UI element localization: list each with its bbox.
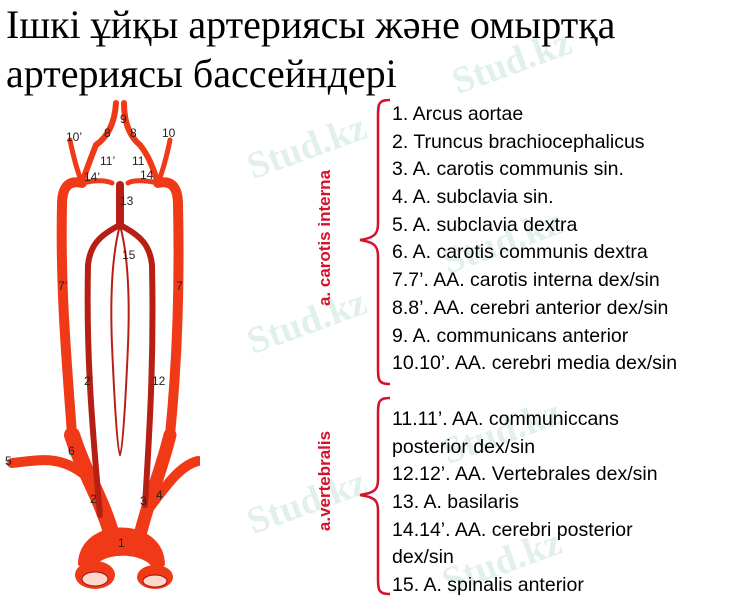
list-item: dex/sin [392,546,454,569]
list-item: posterior dex/sin [392,435,536,458]
list-item: 7.7’. AA. carotis interna dex/sin [392,269,660,292]
watermark: Stud.kz [241,281,373,363]
artery-diagram-svg: 1 2 3 4 5 6 7 7’ 8 8 9 10 10’ 11 11’ 12 … [5,100,203,589]
diagram-label: 2’ [84,374,93,388]
artery-diagram: 1 2 3 4 5 6 7 7’ 8 8 9 10 10’ 11 11’ 12 … [0,95,203,600]
title-line-1: Ішкі ұйқы артериясы және омыртқа [6,2,616,47]
list-item: 14.14’. AA. cerebri posterior [392,518,633,541]
slide-title: Ішкі ұйқы артериясы және омыртқа артерия… [6,0,746,98]
diagram-label: 8 [104,126,111,140]
brace-carotis [359,98,391,386]
diagram-label: 5 [5,454,12,468]
watermark: Stud.kz [241,106,373,188]
list-item: 5. A. subclavia dextra [392,213,578,236]
watermark: Stud.kz [241,461,373,543]
diagram-label: 7’ [58,279,67,293]
list-item: 9. A. communicans anterior [392,324,629,347]
group-label-vertebralis: a.vertebralis [315,430,334,532]
diagram-label: 14’ [84,170,100,184]
list-item: 13. A. basilaris [392,491,519,514]
vertebralis-list: 11.11’. AA. communiccans posterior dex/s… [392,406,658,600]
list-item: 8.8’. AA. cerebri anterior dex/sin [392,296,669,319]
diagram-label: 10 [162,126,176,140]
list-item: 11.11’. AA. communiccans [392,408,619,430]
list-item: 2. Truncus brachiocephalicus [392,130,645,153]
carotis-list: 1. Arcus aortae 2. Truncus brachiocephal… [392,101,677,378]
diagram-label: 10’ [66,130,82,144]
list-item: 6. A. carotis communis dextra [392,241,648,264]
diagram-label: 7 [176,279,183,293]
diagram-label: 12 [152,374,166,388]
diagram-label: 3 [140,494,147,508]
list-item: 4. A. subclavia sin. [392,186,554,209]
diagram-label: 11’ [100,154,115,168]
list-item: 1. Arcus aortae [392,103,524,125]
group-label-carotis: a. carotis interna [315,169,334,307]
diagram-label: 1 [118,536,125,550]
diagram-label: 6 [68,444,75,458]
diagram-label: 13 [120,194,134,208]
diagram-label: 9 [120,112,127,126]
diagram-label: 15 [122,248,136,262]
brace-vertebralis [359,396,391,596]
diagram-label: 14 [140,168,154,182]
diagram-label: 11 [132,154,145,168]
list-item: 12.12’. AA. Vertebrales dex/sin [392,463,658,486]
diagram-label: 2 [90,492,97,506]
diagram-label: 8 [130,126,137,140]
title-line-2: артериясы бассейндері [6,51,397,96]
list-item: 3. A. carotis communis sin. [392,158,624,181]
list-item: 15. A. spinalis anterior [392,574,584,597]
list-item: 10.10’. AA. cerebri media dex/sin [392,352,678,375]
diagram-label: 4 [156,488,163,502]
